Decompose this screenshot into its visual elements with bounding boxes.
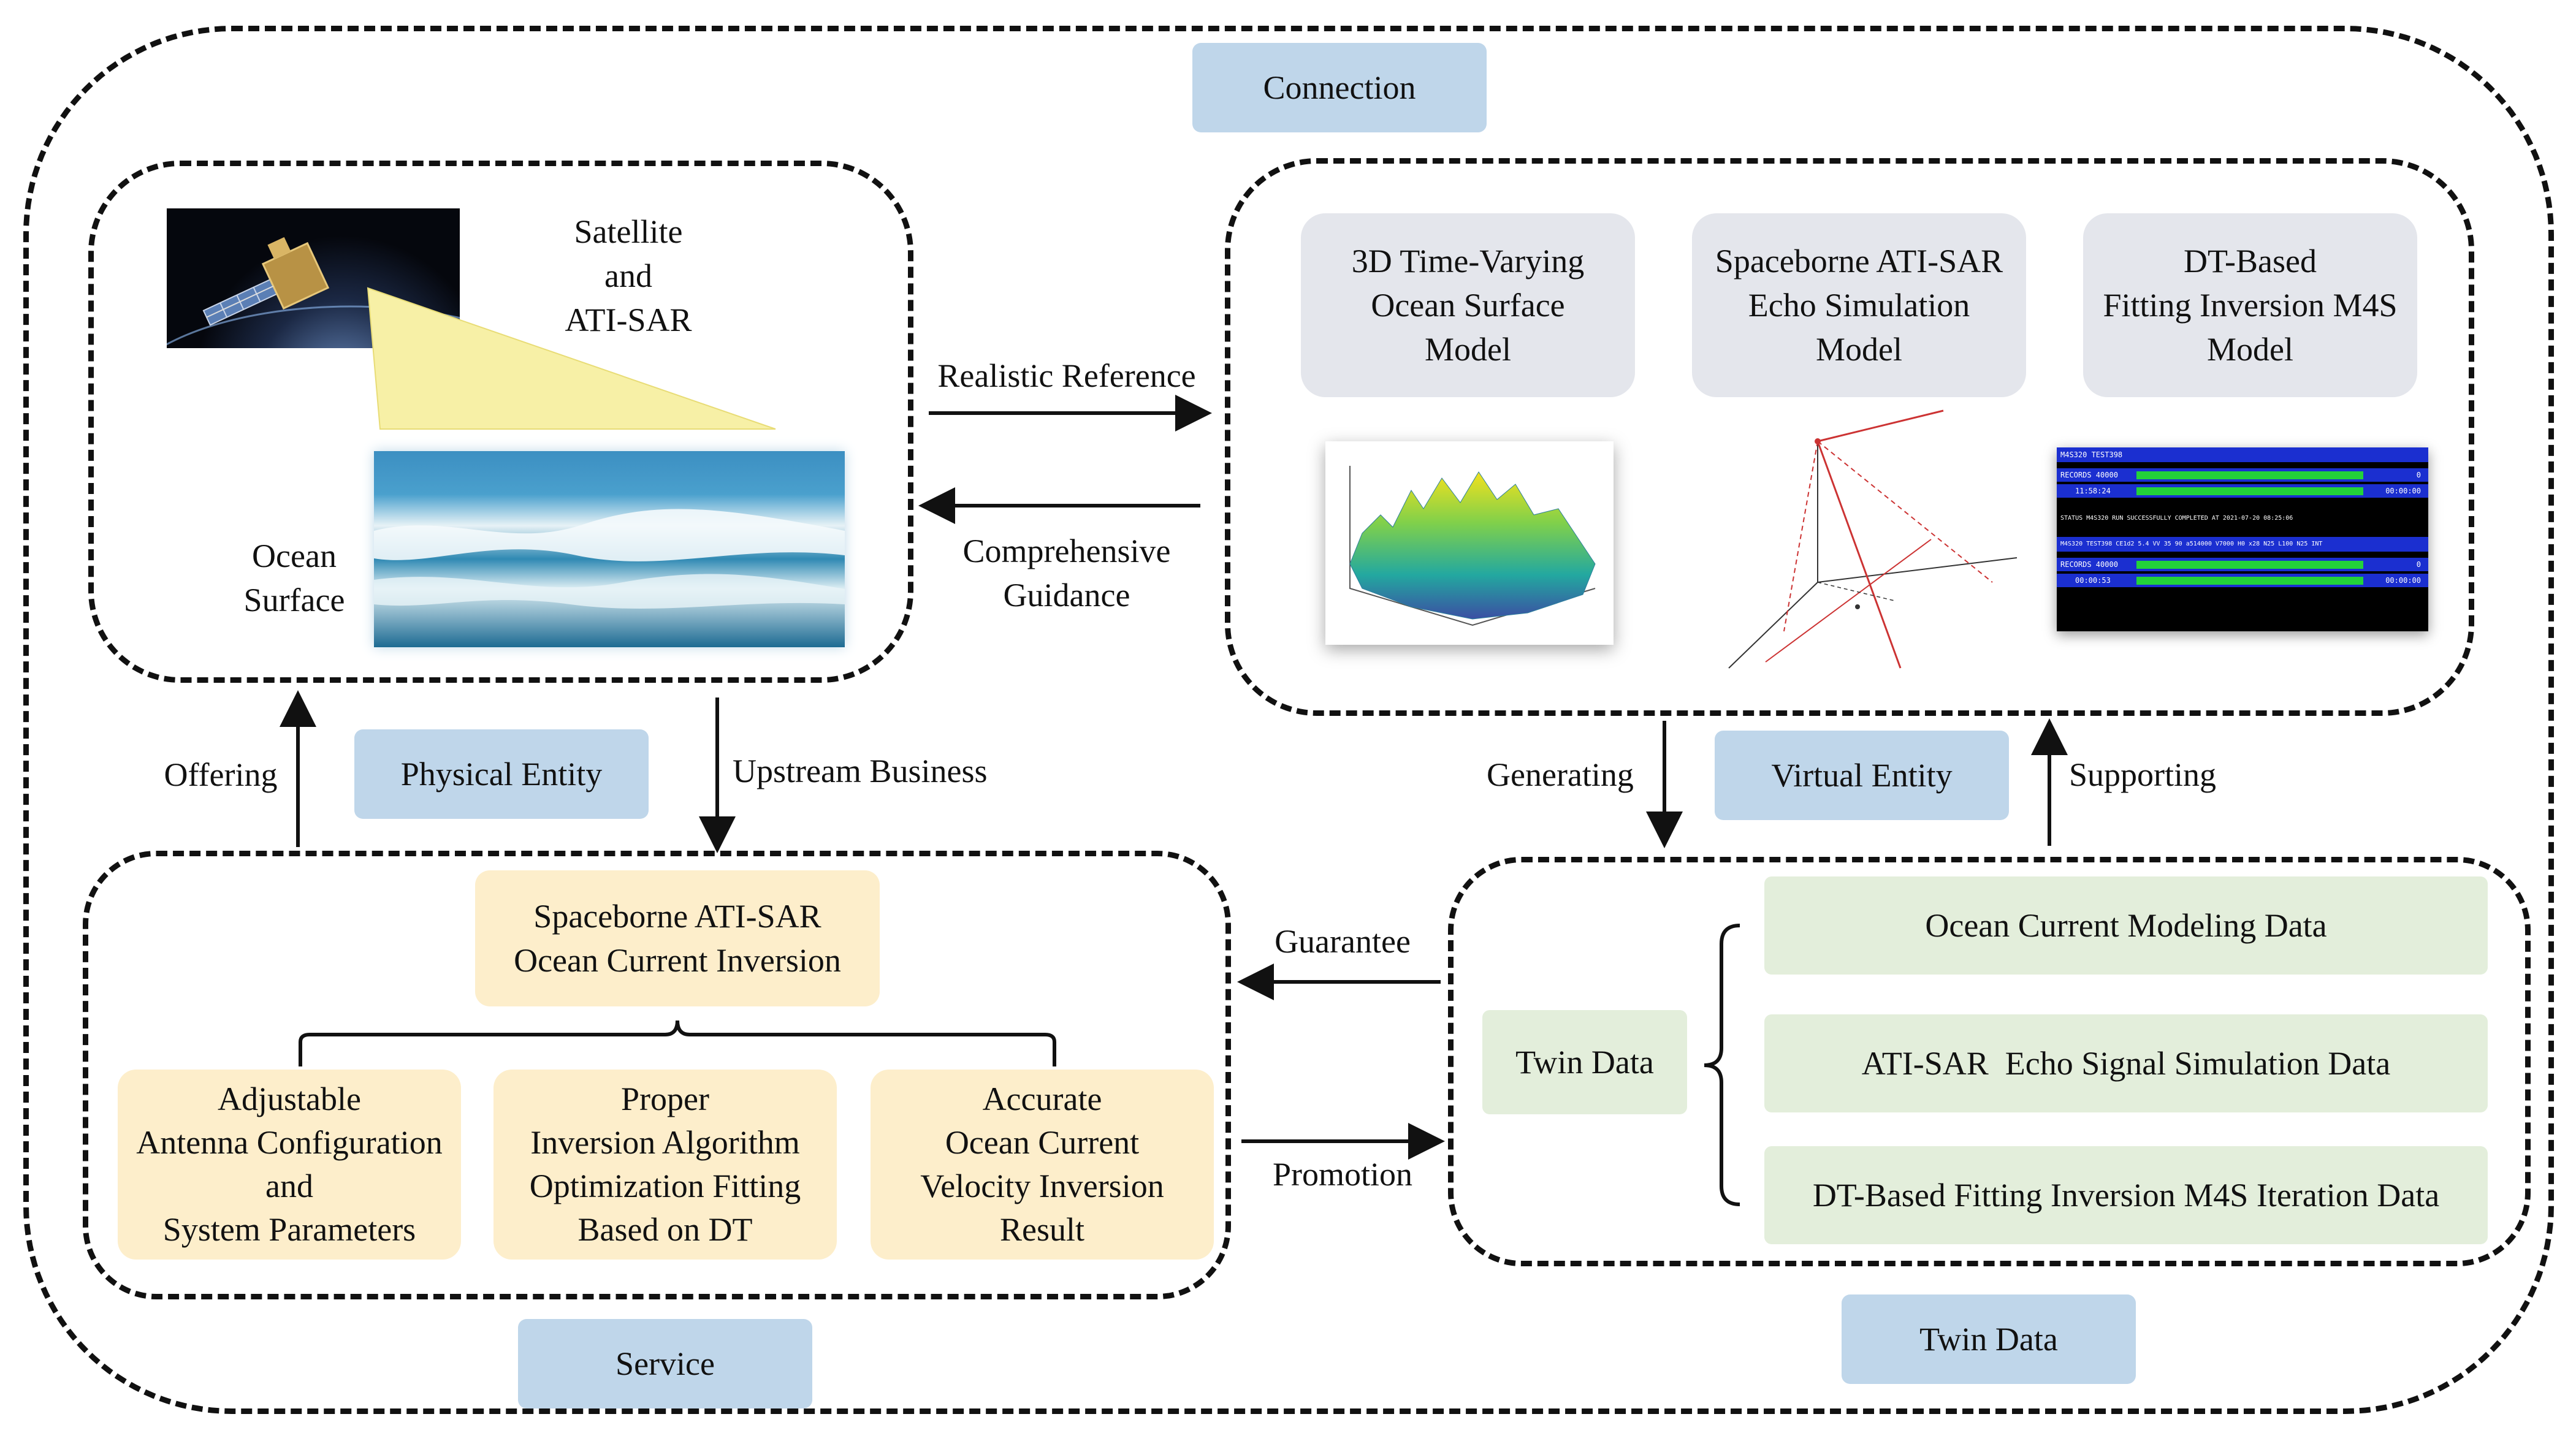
terminal-line: 00:00:00 bbox=[2385, 487, 2421, 495]
echo-geometry-diagram bbox=[1710, 398, 2035, 686]
terminal-line: 0 bbox=[2416, 560, 2421, 569]
virtual-entity-frame bbox=[1225, 158, 2474, 716]
fitting-inversion-iteration-data: DT-Based Fitting Inversion M4S Iteration… bbox=[1764, 1146, 2488, 1244]
outer-frame bbox=[23, 26, 2554, 1414]
terminal-line: 00:00:53 bbox=[2075, 576, 2111, 585]
terminal-progress-bar bbox=[2136, 471, 2363, 479]
terminal-line: 11:58:24 bbox=[2075, 487, 2111, 495]
ocean-surface-label: Ocean Surface bbox=[243, 538, 345, 618]
terminal-line: M4S320 TEST398 bbox=[2057, 447, 2428, 462]
terminal-line: RECORDS 40000 bbox=[2060, 560, 2118, 569]
twin-data-frame bbox=[1448, 857, 2531, 1266]
service-frame bbox=[83, 851, 1231, 1299]
twin-data-root: Twin Data bbox=[1482, 1010, 1687, 1114]
echo-signal-simulation-data: ATI-SAR Echo Signal Simulation Data bbox=[1764, 1014, 2488, 1112]
ocean-surface-image bbox=[374, 451, 845, 647]
physical-entity-frame bbox=[88, 161, 913, 683]
generating-label: Generating bbox=[1487, 756, 1634, 793]
supporting-label: Supporting bbox=[2069, 756, 2217, 793]
terminal-line: 00:00:00 bbox=[2385, 576, 2421, 585]
promotion-label: Promotion bbox=[1272, 1156, 1413, 1193]
ocean-current-modeling-data: Ocean Current Modeling Data bbox=[1764, 876, 2488, 975]
terminal-progress-bar bbox=[2136, 487, 2363, 495]
physical-entity-tag: Physical Entity bbox=[354, 729, 649, 819]
terminal-progress-bar bbox=[2136, 561, 2363, 569]
terminal-line: 0 bbox=[2416, 471, 2421, 479]
terminal-line: STATUS M4S320 RUN SUCCESSFULLY COMPLETED… bbox=[2060, 515, 2293, 522]
service-tree-brace bbox=[299, 1020, 1056, 1066]
twin-data-brace bbox=[1704, 924, 1740, 1206]
terminal-line: RECORDS 40000 bbox=[2060, 471, 2118, 479]
guarantee-label: Guarantee bbox=[1275, 923, 1411, 960]
realistic-reference-label: Realistic Reference bbox=[937, 357, 1196, 394]
virtual-entity-tag: Virtual Entity bbox=[1715, 731, 2009, 820]
terminal-line: M4S320 TEST398 CE1d2 5.4 VV 35 90 a51400… bbox=[2057, 537, 2428, 552]
ocean-surface-plot bbox=[1325, 441, 1614, 645]
twin-data-outer-tag: Twin Data bbox=[1842, 1294, 2136, 1384]
terminal-progress-bar bbox=[2136, 577, 2363, 585]
service-tag: Service bbox=[518, 1319, 812, 1408]
upstream-business-label: Upstream Business bbox=[733, 753, 988, 789]
connection-tag: Connection bbox=[1192, 43, 1487, 132]
offering-label: Offering bbox=[164, 756, 278, 793]
m4s-terminal-screenshot: M4S320 TEST398 RECORDS 40000 0 11:58:24 … bbox=[2057, 447, 2428, 631]
satellite-label: Satellite and ATI-SAR bbox=[565, 213, 692, 338]
